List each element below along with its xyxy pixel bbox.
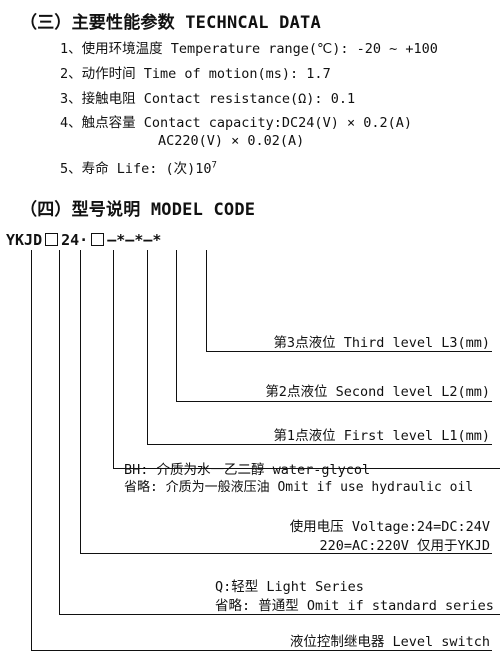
label-voltage-ac: 220=AC:220V 仅用于YKJD xyxy=(319,538,490,554)
leader-medium-vertical xyxy=(113,250,115,468)
label-voltage-dc: 使用电压 Voltage:24=DC:24V xyxy=(289,519,490,535)
section-title-technical-data: （三）主要性能参数 TECHNCAL DATA xyxy=(20,13,321,33)
leader-medium-horizontal xyxy=(113,468,500,470)
leader-series-horizontal xyxy=(59,614,500,616)
leader-voltage-vertical xyxy=(80,250,82,553)
label-standard-series: 省略: 普通型 Omit if standard series xyxy=(215,598,494,614)
spec-temperature: 1、使用环境温度 Temperature range(℃): -20 ~ +10… xyxy=(60,41,438,57)
code-star-l2: * xyxy=(134,231,144,249)
code-dash-2: — xyxy=(125,231,135,249)
leader-l2-horizontal xyxy=(176,401,492,403)
leader-l1-vertical xyxy=(147,250,149,444)
code-star-l3: * xyxy=(152,231,162,249)
spec-contact-resistance: 3、接触电阻 Contact resistance(Ω): 0.1 xyxy=(60,91,356,107)
leader-l3-horizontal xyxy=(206,351,492,353)
spec-life-text: 5、寿命 Life: (次)10 xyxy=(60,161,212,177)
section-title-model-code: （四）型号说明 MODEL CODE xyxy=(20,200,256,220)
code-box-medium xyxy=(91,233,105,246)
leader-l2-vertical xyxy=(176,250,178,401)
spec-life: 5、寿命 Life: (次)107 xyxy=(60,157,217,178)
leader-l3-vertical xyxy=(206,250,208,351)
code-prefix: YKJD xyxy=(6,231,43,249)
spec-motion-time: 2、动作时间 Time of motion(ms): 1.7 xyxy=(60,66,331,82)
label-level-switch: 液位控制继电器 Level switch xyxy=(289,634,490,650)
code-box-series xyxy=(45,233,59,246)
spec-contact-capacity-ac: AC220(V) × 0.02(A) xyxy=(158,133,305,149)
leader-level-switch-vertical xyxy=(31,250,33,650)
leader-level-switch-horizontal xyxy=(31,650,492,652)
code-voltage: 24· xyxy=(61,231,89,249)
label-light-series: Q:轻型 Light Series xyxy=(215,579,364,595)
label-second-level: 第2点液位 Second level L2(mm) xyxy=(265,384,490,400)
spec-life-exponent: 7 xyxy=(211,160,217,171)
code-dash-3: — xyxy=(143,231,153,249)
label-medium-oil: 省略: 介质为一般液压油 Omit if use hydraulic oil xyxy=(124,480,474,495)
leader-l1-horizontal xyxy=(147,444,492,446)
code-star-l1: * xyxy=(116,231,126,249)
leader-voltage-horizontal xyxy=(80,553,492,555)
code-dash-1: — xyxy=(107,231,117,249)
label-medium-glycol: BH: 介质为水一乙二醇 water-glycol xyxy=(124,462,371,478)
spec-contact-capacity: 4、触点容量 Contact capacity:DC24(V) × 0.2(A) xyxy=(60,115,412,131)
label-third-level: 第3点液位 Third level L3(mm) xyxy=(273,335,490,351)
label-first-level: 第1点液位 First level L1(mm) xyxy=(273,428,490,444)
leader-series-vertical xyxy=(59,250,61,614)
